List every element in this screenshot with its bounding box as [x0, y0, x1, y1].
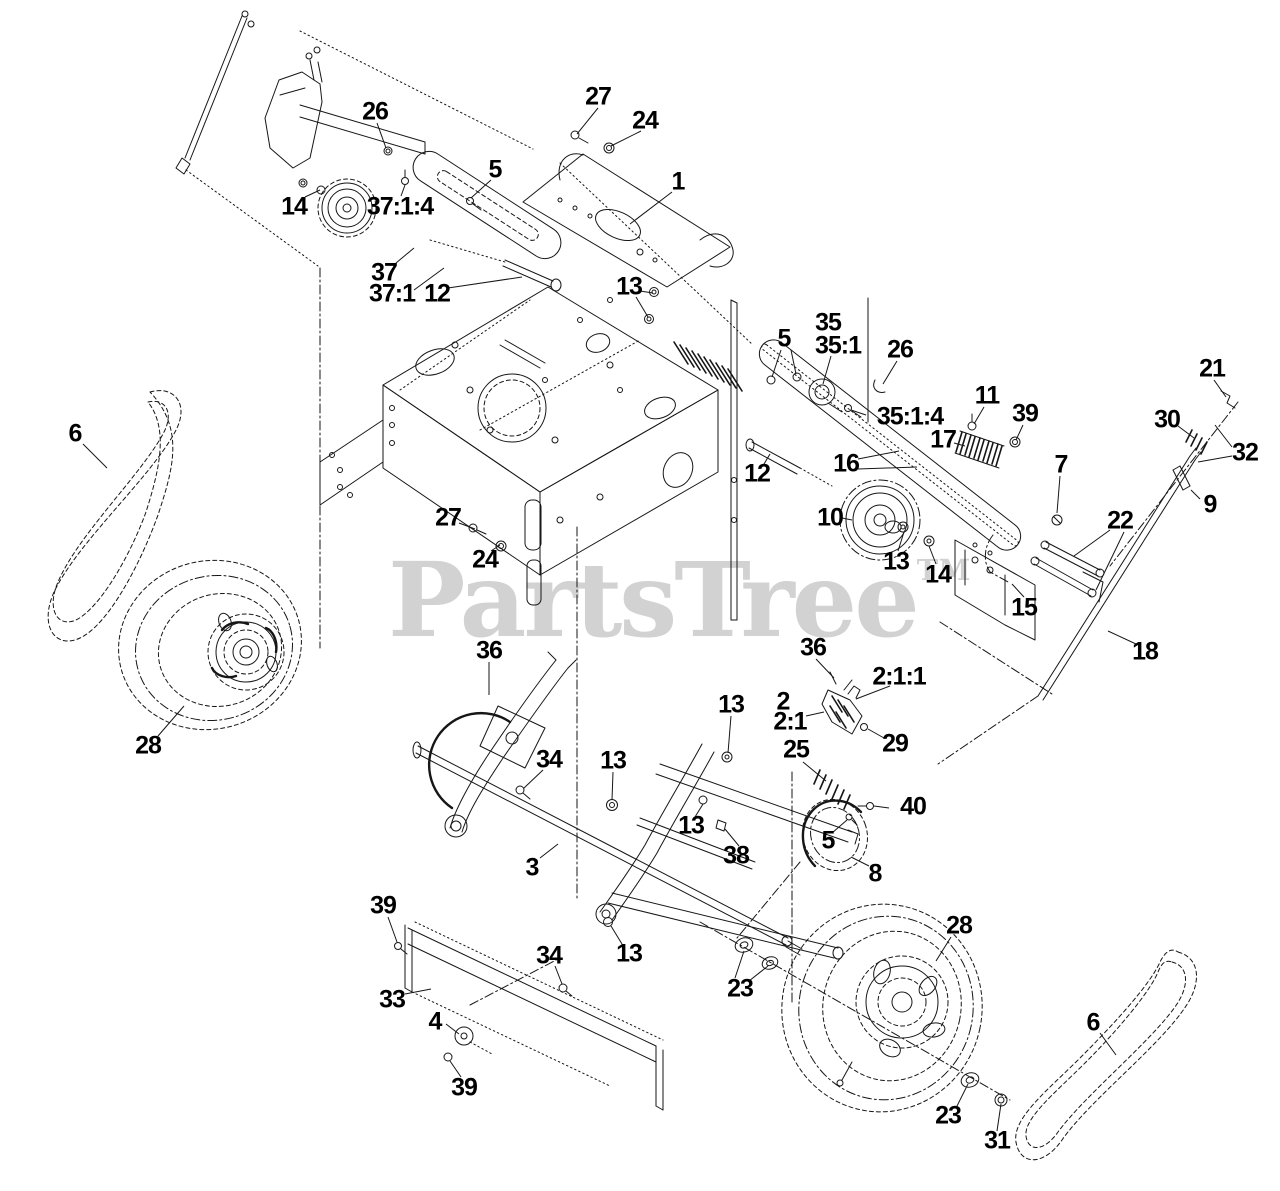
callout-33: 33 — [379, 985, 406, 1014]
axle-rod-part18 — [1038, 448, 1201, 700]
upper-idler-assembly — [176, 11, 567, 291]
callout-12: 12 — [424, 279, 451, 308]
callout-16: 16 — [833, 449, 860, 478]
main-frame — [320, 287, 868, 620]
pulley-part10 — [840, 480, 920, 560]
callout-15: 15 — [1011, 593, 1038, 622]
callout-24: 24 — [472, 545, 499, 574]
bracket-part15 — [955, 535, 1035, 640]
wheel-part28-bottom — [733, 885, 1007, 1130]
callout-18: 18 — [1132, 637, 1159, 666]
leader-lines — [83, 108, 1232, 1131]
scraper-bar-part33 — [395, 922, 664, 1110]
callout-34: 34 — [536, 941, 563, 970]
callout-13: 13 — [616, 939, 643, 968]
callout-37: 37 — [371, 258, 398, 287]
callout-38: 38 — [723, 841, 750, 870]
callout-28: 28 — [135, 731, 162, 760]
callout-6: 6 — [1086, 1008, 1101, 1037]
ring-part8 — [793, 770, 878, 880]
callout-1: 1 — [671, 167, 686, 196]
callout-24: 24 — [632, 106, 659, 135]
callout-11: 11 — [974, 381, 1000, 410]
belt-part6-left — [48, 391, 181, 641]
callout-28: 28 — [946, 911, 973, 940]
belt-part6-right — [1016, 950, 1197, 1160]
spring-part25 — [814, 770, 850, 809]
watermark-tm: TM — [916, 553, 971, 587]
right-swing-arm-assembly — [746, 334, 1235, 700]
construction-lines — [186, 31, 1238, 1100]
callout-13: 13 — [616, 272, 643, 301]
callout-26: 26 — [362, 97, 389, 126]
callout-6: 6 — [68, 419, 83, 448]
callout-31: 31 — [984, 1126, 1011, 1155]
spring-part17 — [955, 431, 1004, 468]
callout-25: 25 — [783, 735, 810, 764]
callout-17: 17 — [930, 425, 957, 454]
callout-40: 40 — [900, 792, 927, 821]
callout-13: 13 — [678, 811, 705, 840]
callout-37-1: 37:1 — [368, 279, 416, 308]
callout-35: 35 — [815, 308, 842, 337]
frame-hatch-patch — [674, 342, 742, 391]
callout-13: 13 — [883, 547, 910, 576]
fasteners — [299, 131, 659, 551]
callout-5: 5 — [488, 155, 503, 184]
callout-3: 3 — [525, 853, 540, 882]
callout-39: 39 — [1012, 399, 1039, 428]
callout-2-1: 2:1 — [773, 707, 807, 736]
callout-2-1-1: 2:1:1 — [872, 662, 926, 691]
callout-10: 10 — [817, 503, 844, 532]
callout-30: 30 — [1154, 405, 1181, 434]
callout-13: 13 — [600, 746, 627, 775]
callout-23: 23 — [935, 1101, 962, 1130]
idler-bracket-part2 — [822, 672, 868, 734]
callout-35-1: 35:1 — [814, 331, 862, 360]
callout-4: 4 — [428, 1007, 443, 1036]
watermark: PartsTreeTM — [388, 549, 970, 652]
callout-39: 39 — [451, 1073, 478, 1102]
callout-23: 23 — [727, 974, 754, 1003]
callout-7: 7 — [1054, 450, 1069, 479]
wheel-part28-left — [98, 539, 321, 751]
watermark-text: PartsTree — [388, 540, 920, 661]
callout-9: 9 — [1203, 490, 1218, 519]
callout-2: 2 — [776, 687, 791, 716]
callout-26: 26 — [887, 335, 914, 364]
callout-27: 27 — [435, 503, 462, 532]
callout-14: 14 — [281, 192, 308, 221]
callout-14: 14 — [925, 560, 952, 589]
callout-21: 21 — [1199, 354, 1226, 383]
callout-5: 5 — [821, 826, 836, 855]
callout-8: 8 — [868, 859, 883, 888]
caster-axle-assembly — [413, 652, 858, 959]
callout-35-1-4: 35:1:4 — [876, 402, 944, 431]
callout-36: 36 — [800, 633, 827, 662]
callout-32: 32 — [1232, 438, 1259, 467]
callout-39: 39 — [370, 891, 397, 920]
rod-hardware-top-right — [1173, 391, 1235, 490]
callout-22: 22 — [1107, 506, 1134, 535]
callout-34: 34 — [536, 745, 563, 774]
callout-13: 13 — [718, 690, 745, 719]
cover-plate-part1 — [523, 154, 733, 287]
callout-36: 36 — [476, 636, 503, 665]
support-rods-part22 — [1031, 541, 1104, 602]
callout-37-1-4: 37:1:4 — [366, 192, 434, 221]
callout-27: 27 — [585, 82, 612, 111]
callout-12: 12 — [744, 459, 771, 488]
callout-29: 29 — [882, 729, 909, 758]
callout-5: 5 — [777, 324, 792, 353]
